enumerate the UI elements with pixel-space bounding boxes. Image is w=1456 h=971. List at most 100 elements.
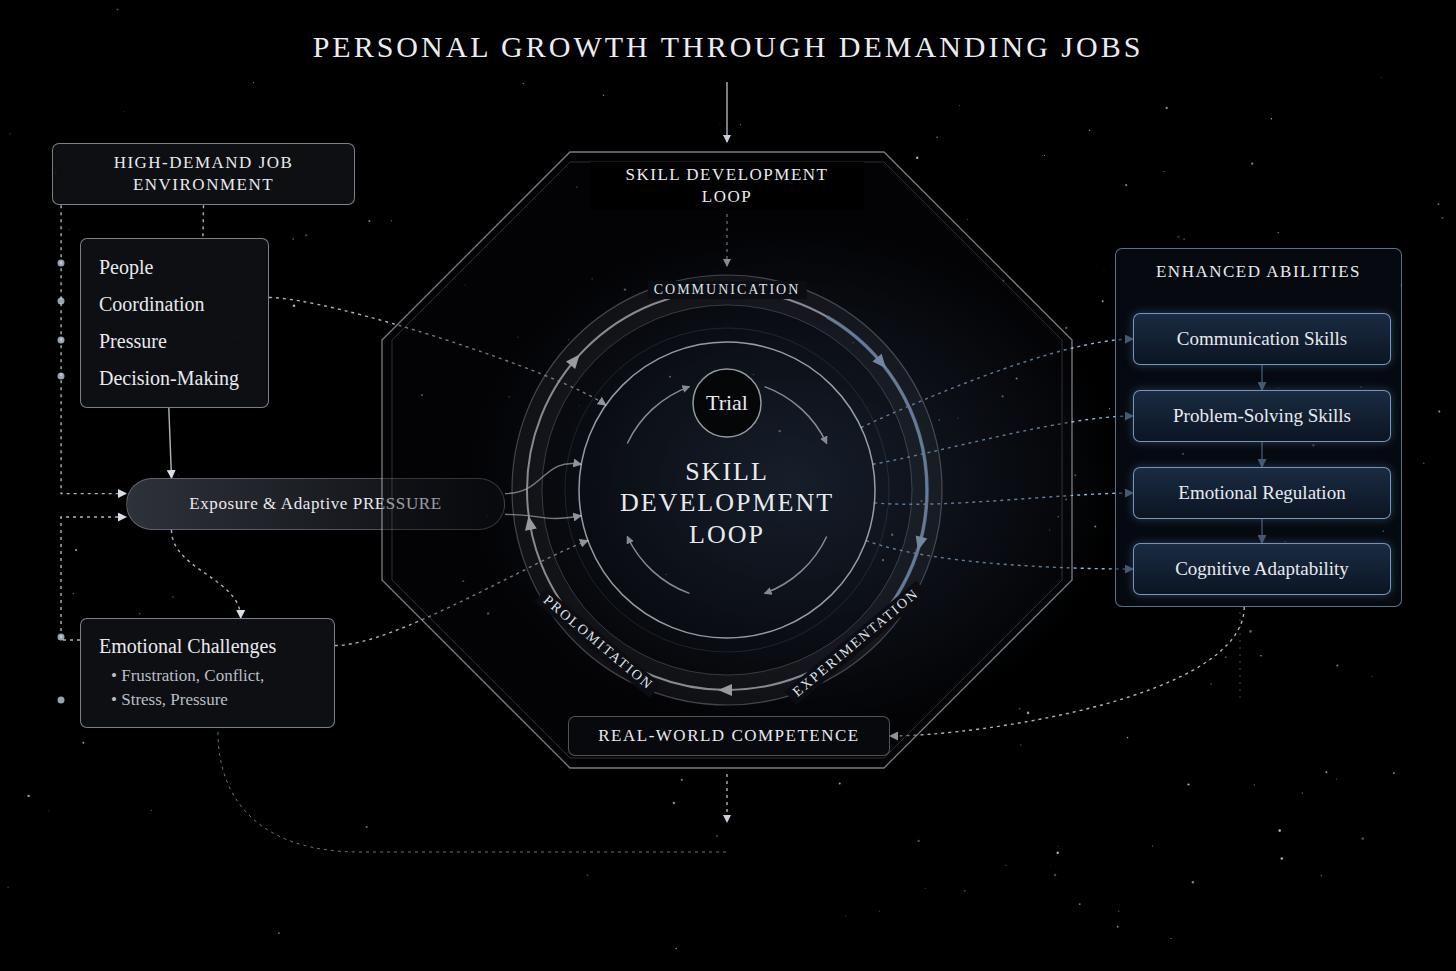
star [75, 549, 77, 551]
star [1254, 784, 1255, 785]
loop-octagon: SKILL DEVELOPMENT LOOPSKILL DEVELOPMENT … [380, 150, 1074, 770]
star [967, 219, 968, 220]
star [292, 238, 294, 240]
challenge-box: Emotional Challenges• Frustration, Confl… [80, 618, 335, 728]
star [1438, 411, 1440, 413]
star [1336, 779, 1337, 780]
star-field [7, 9, 1443, 950]
star [48, 810, 49, 811]
dot [58, 697, 65, 704]
node-text: Decision-Making [99, 360, 239, 397]
star [1336, 665, 1338, 667]
node-text: Emotional Challenges [99, 635, 276, 658]
node-text: Pressure [99, 323, 167, 360]
ability-box: Communication Skills [1133, 313, 1391, 365]
star [1044, 155, 1045, 156]
star [391, 220, 392, 221]
connector [172, 530, 241, 618]
star [1271, 118, 1272, 119]
star [1281, 857, 1283, 859]
node-text: Communication Skills [1177, 328, 1347, 350]
star [1125, 184, 1127, 186]
star [1393, 772, 1395, 774]
star [1361, 837, 1364, 840]
title-arrow [726, 82, 727, 142]
star [1442, 217, 1444, 219]
node-text: • Stress, Pressure [99, 688, 228, 712]
abilities-panel: ENHANCED ABILITIESCommunication SkillsPr… [1115, 248, 1402, 607]
star [1118, 910, 1120, 912]
star [1005, 865, 1006, 866]
node-text: Coordination [99, 286, 205, 323]
star [936, 137, 938, 139]
star [1094, 525, 1096, 527]
diagram-title: PERSONAL GROWTH THROUGH DEMANDING JOBS [0, 30, 1456, 64]
star [1187, 783, 1189, 785]
star [172, 596, 174, 598]
output-arrow [726, 774, 727, 822]
star [69, 229, 70, 230]
connector [169, 408, 172, 478]
node-text: ENHANCED ABILITIES [1156, 261, 1361, 283]
star [681, 779, 683, 781]
star [1251, 162, 1253, 164]
loop-circle: SKILL DEVELOPMENT LOOP Trial [577, 340, 877, 640]
star [603, 95, 604, 96]
node-text: SKILL DEVELOPMENT LOOP [612, 456, 842, 550]
star [1423, 463, 1424, 464]
star [1278, 232, 1279, 233]
factor-list-box: PeopleCoordinationPressureDecision-Makin… [80, 238, 269, 408]
star [305, 234, 307, 236]
star [839, 782, 841, 784]
node-text: SKILL DEVELOPMENT LOOP [590, 162, 864, 210]
star [1050, 865, 1052, 867]
star [916, 157, 918, 159]
node-text: People [99, 249, 153, 286]
star [1127, 737, 1129, 739]
star [1171, 938, 1172, 939]
star [918, 840, 920, 842]
star [1260, 655, 1262, 657]
star [1177, 236, 1179, 238]
star [368, 220, 370, 222]
star [959, 105, 960, 106]
star [1192, 881, 1194, 883]
star [1109, 408, 1110, 409]
star [924, 888, 926, 890]
node-text: REAL-WORLD COMPETENCE [598, 725, 859, 747]
star [586, 874, 588, 876]
star [879, 911, 880, 912]
star [1079, 903, 1081, 905]
ability-box: Cognitive Adaptability [1133, 543, 1391, 595]
star [845, 916, 846, 917]
star [151, 810, 152, 811]
node-text: HIGH-DEMAND JOB ENVIRONMENT [67, 152, 340, 196]
star [73, 593, 74, 594]
star [1058, 846, 1059, 847]
star [1166, 107, 1168, 109]
star [1020, 744, 1021, 745]
star [964, 890, 966, 892]
star [1302, 792, 1303, 793]
node-text: Trial [706, 390, 748, 416]
title-rule [175, 77, 1255, 78]
star [7, 887, 8, 888]
trial-circle: Trial [692, 368, 762, 438]
star [673, 802, 676, 805]
star [1381, 77, 1382, 78]
star [675, 948, 677, 950]
star [1321, 875, 1322, 876]
star [1102, 300, 1104, 302]
star [1089, 130, 1090, 131]
panel-tail [1240, 612, 1241, 700]
star [523, 83, 524, 84]
star [1278, 829, 1281, 832]
node-text: Cognitive Adaptability [1175, 558, 1349, 580]
star [82, 742, 84, 744]
star [1065, 327, 1067, 329]
star [720, 124, 721, 125]
star [1054, 874, 1056, 876]
star [1163, 171, 1164, 172]
circle-border [693, 369, 761, 437]
